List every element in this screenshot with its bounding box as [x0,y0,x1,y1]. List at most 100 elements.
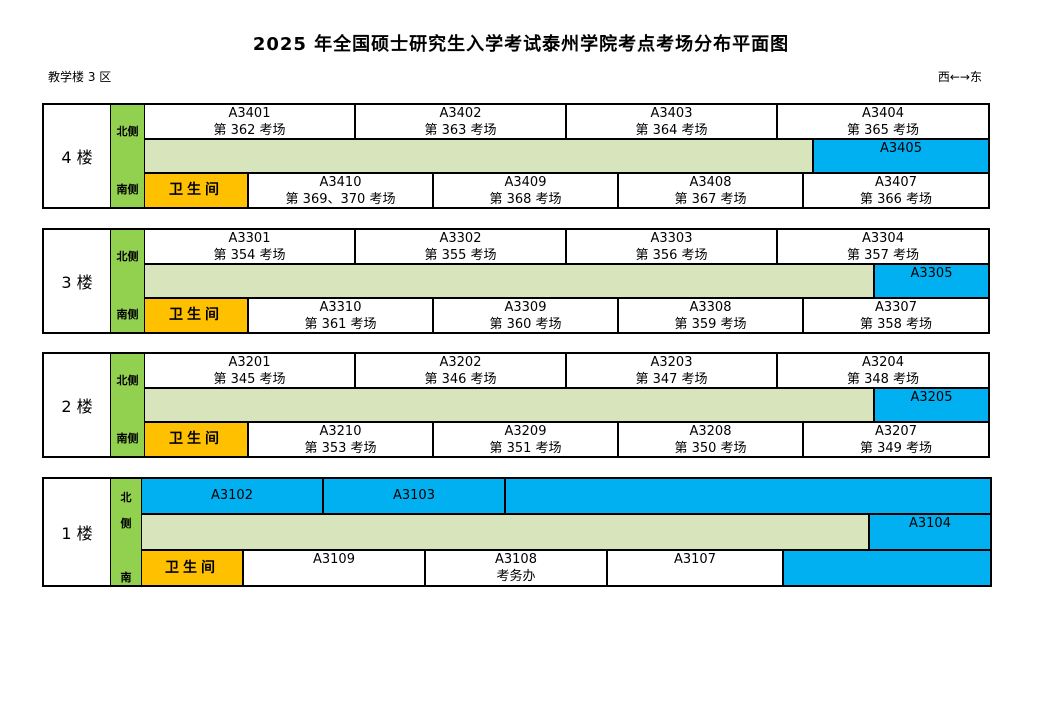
room-number: A3408 [689,175,732,190]
room-number: A3402 [439,106,482,121]
room-number: A3307 [875,300,917,315]
corridor [145,265,875,297]
corridor-row: A3305 [145,265,988,299]
room-number: A3410 [319,175,362,190]
room-cell[interactable]: A3108 考务办 [426,551,608,585]
exam-number: 第 350 考场 [674,441,747,456]
room-cell[interactable] [784,551,990,585]
side-column: 北侧 南侧 [110,354,145,456]
room-cell[interactable]: A3107 [608,551,784,585]
room-number: A3210 [319,424,362,439]
exam-number: 第 345 考场 [213,372,286,387]
exam-number: 第 365 考场 [846,123,920,138]
room-number: A3108 [495,552,537,567]
room-number: A3103 [393,488,435,503]
room-number: A3203 [650,355,693,370]
south-rooms: 卫生间 A3109 A3108 考务办 A3107 [142,551,990,585]
room-number: A3102 [211,488,253,503]
room-cell[interactable]: A3208 第 350 考场 [619,423,804,456]
side-column: 北侧 南侧 [110,230,145,332]
room-cell[interactable]: A3109 [244,551,426,585]
restroom-cell[interactable]: 卫生间 [145,299,249,332]
side-north-label: 北侧 [116,374,139,387]
room-cell[interactable]: A3202 第 346 考场 [356,354,567,387]
exam-number: 第 369、370 考场 [285,192,396,207]
room-cell[interactable]: A3405 [812,140,988,172]
floor-label: 1 楼 [61,524,93,543]
room-number: A3407 [875,175,917,190]
side-south-label: 南侧 [116,308,139,321]
exam-number: 第 348 考场 [846,372,920,387]
south-rooms: 卫生间 A3410 第 369、370 考场 A3409 第 368 考场 A340… [145,174,988,207]
side-south-label: 南 [120,571,132,584]
floor-label: 3 楼 [61,273,93,292]
room-number: A3309 [504,300,547,315]
room-cell[interactable]: A3408 第 367 考场 [619,174,804,207]
room-number: A3304 [862,231,904,246]
restroom-cell[interactable]: 卫生间 [145,423,249,456]
room-cell[interactable]: A3201 第 345 考场 [145,354,356,387]
room-cell[interactable]: A3103 [324,479,506,513]
room-number: A3202 [439,355,482,370]
side-south-label: 南侧 [116,183,139,196]
north-rooms: A3102 A3103 [142,479,990,515]
room-cell[interactable]: A3410 第 369、370 考场 [249,174,434,207]
room-number: A3201 [228,355,271,370]
room-cell[interactable]: A3102 [142,479,324,513]
room-cell[interactable]: A3303 第 356 考场 [567,230,778,263]
direction-label: 西←→东 [937,70,982,84]
exam-number: 第 346 考场 [424,372,497,387]
exam-number: 第 351 考场 [489,441,562,456]
exam-number: 第 349 考场 [859,441,933,456]
corridor [145,389,875,421]
room-number: A3109 [313,552,355,567]
side-column: 北侧 南侧 [110,105,145,207]
room-cell[interactable]: A3104 [868,515,990,549]
side-north-label: 北 [120,491,132,504]
room-cell[interactable]: A3205 [873,389,988,421]
room-number: A3409 [504,175,547,190]
room-number: A3208 [689,424,732,439]
room-cell[interactable]: A3305 [873,265,988,297]
building-label: 教学楼 3 区 [48,70,112,84]
restroom-cell[interactable]: 卫生间 [142,551,244,585]
exam-number: 第 356 考场 [635,248,708,263]
room-number: A3205 [910,390,953,405]
room-number: A3107 [674,552,716,567]
room-cell[interactable] [506,479,990,513]
restroom-cell[interactable]: 卫生间 [145,174,249,207]
exam-number: 第 367 考场 [674,192,747,207]
room-cell[interactable]: A3409 第 368 考场 [434,174,619,207]
room-number: A3303 [650,231,693,246]
floor-label: 2 楼 [61,397,93,416]
room-number: A3401 [228,106,271,121]
corridor [145,140,814,172]
room-number: A3310 [319,300,362,315]
exam-number: 考务办 [496,569,536,584]
exam-number: 第 368 考场 [489,192,562,207]
